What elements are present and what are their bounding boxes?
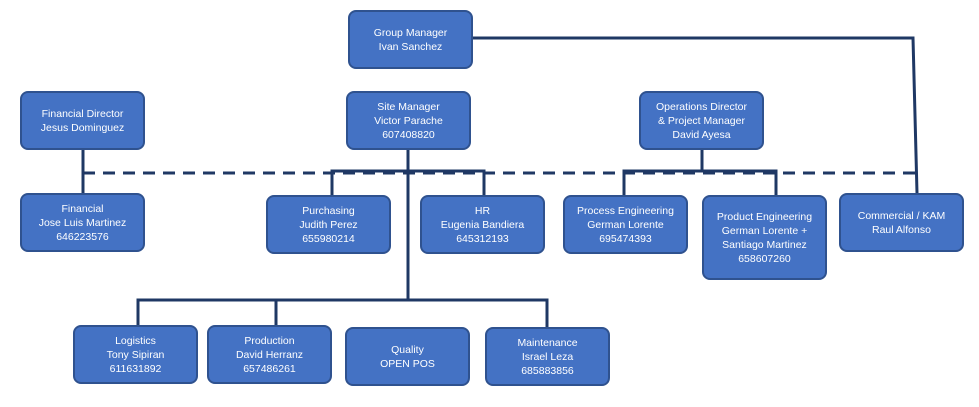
node-name: Victor Parache bbox=[374, 114, 443, 127]
node-title: Quality bbox=[391, 343, 424, 356]
connector-group-manager-commercial bbox=[473, 36, 919, 194]
node-name: Eugenia Bandiera bbox=[440, 218, 525, 231]
node-title: Process Engineering bbox=[577, 204, 674, 217]
node-name: David Herranz bbox=[235, 348, 304, 361]
node-name: Jose Luis Martinez bbox=[38, 216, 127, 229]
node-process-engineering[interactable]: Process Engineering German Lorente 69547… bbox=[563, 195, 688, 254]
node-name: Israel Leza bbox=[521, 350, 574, 363]
node-title-2: & Project Manager bbox=[658, 114, 745, 127]
node-phone: 607408820 bbox=[382, 128, 435, 141]
node-title: Site Manager bbox=[377, 100, 440, 113]
node-title: Group Manager bbox=[373, 26, 448, 39]
node-group-manager[interactable]: Group Manager Ivan Sanchez bbox=[348, 10, 473, 69]
node-phone: 646223576 bbox=[56, 230, 109, 243]
node-title: Maintenance bbox=[517, 336, 578, 349]
node-logistics[interactable]: Logistics Tony Sipiran 611631892 bbox=[73, 325, 198, 384]
node-name-2: Santiago Martinez bbox=[722, 238, 807, 251]
node-phone: 685883856 bbox=[521, 364, 574, 377]
node-title: Logistics bbox=[115, 334, 156, 347]
node-title: HR bbox=[474, 204, 491, 217]
node-financial-director[interactable]: Financial Director Jesus Dominguez bbox=[20, 91, 145, 150]
node-quality[interactable]: Quality OPEN POS bbox=[345, 327, 470, 386]
node-financial[interactable]: Financial Jose Luis Martinez 646223576 bbox=[20, 193, 145, 252]
node-title: Financial Director bbox=[41, 107, 124, 120]
node-phone: 695474393 bbox=[599, 232, 652, 245]
node-title: Commercial / KAM bbox=[857, 209, 946, 222]
node-production[interactable]: Production David Herranz 657486261 bbox=[207, 325, 332, 384]
node-name: OPEN POS bbox=[380, 357, 435, 370]
node-title: Financial bbox=[61, 202, 104, 215]
connector-departments bbox=[136, 298, 549, 327]
node-name: Judith Perez bbox=[299, 218, 358, 231]
node-title: Operations Director bbox=[655, 100, 748, 113]
node-hr[interactable]: HR Eugenia Bandiera 645312193 bbox=[420, 195, 545, 254]
node-name: David Ayesa bbox=[672, 128, 731, 141]
connector-operations-staff bbox=[622, 169, 778, 195]
node-title: Production bbox=[244, 334, 295, 347]
node-name: German Lorente + bbox=[721, 224, 808, 237]
node-phone: 658607260 bbox=[738, 252, 791, 265]
node-phone: 657486261 bbox=[243, 362, 296, 375]
node-site-manager[interactable]: Site Manager Victor Parache 607408820 bbox=[346, 91, 471, 150]
node-name: German Lorente bbox=[587, 218, 664, 231]
node-phone: 655980214 bbox=[302, 232, 355, 245]
node-name: Raul Alfonso bbox=[872, 223, 931, 236]
node-phone: 611631892 bbox=[109, 362, 162, 375]
node-phone: 645312193 bbox=[456, 232, 509, 245]
node-name: Tony Sipiran bbox=[106, 348, 165, 361]
node-title: Product Engineering bbox=[716, 210, 813, 223]
node-maintenance[interactable]: Maintenance Israel Leza 685883856 bbox=[485, 327, 610, 386]
node-product-engineering[interactable]: Product Engineering German Lorente + San… bbox=[702, 195, 827, 280]
node-name: Jesus Dominguez bbox=[40, 121, 125, 134]
node-purchasing[interactable]: Purchasing Judith Perez 655980214 bbox=[266, 195, 391, 254]
node-commercial[interactable]: Commercial / KAM Raul Alfonso bbox=[839, 193, 964, 252]
node-name: Ivan Sanchez bbox=[378, 40, 443, 53]
connector-site-managers-staff bbox=[330, 169, 486, 195]
node-operations-director[interactable]: Operations Director & Project Manager Da… bbox=[639, 91, 764, 150]
node-title: Purchasing bbox=[302, 204, 355, 217]
